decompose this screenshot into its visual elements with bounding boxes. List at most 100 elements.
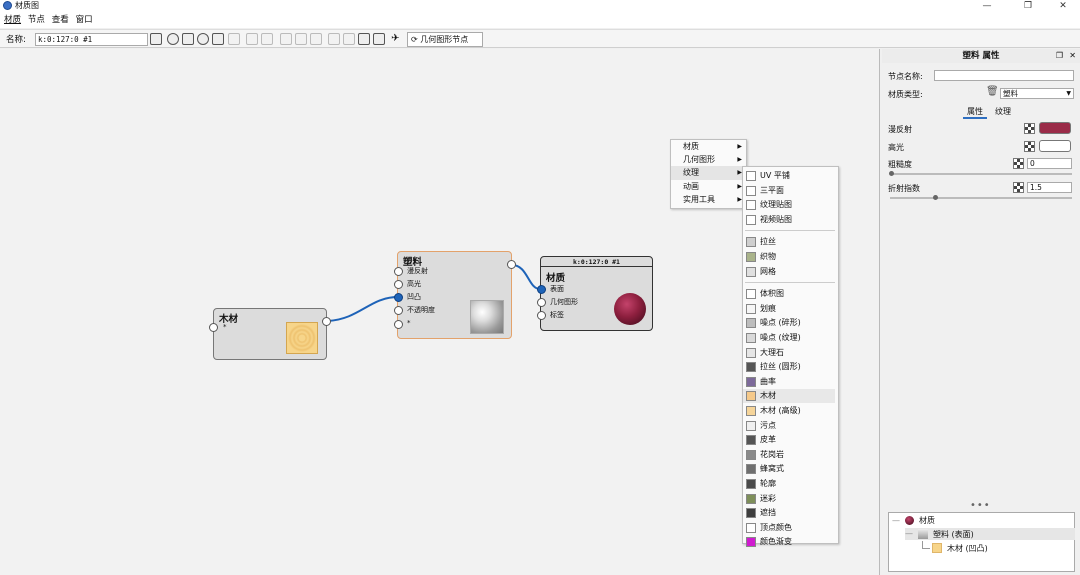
plastic-port-extra[interactable] bbox=[394, 320, 403, 329]
align-icon[interactable] bbox=[328, 33, 340, 45]
link-icon[interactable] bbox=[310, 33, 322, 45]
texture-menu-item[interactable]: 迷彩 bbox=[743, 492, 835, 506]
specular-color-swatch[interactable] bbox=[1039, 140, 1071, 152]
sphere-preview-icon[interactable] bbox=[167, 33, 179, 45]
plastic-output-port[interactable] bbox=[507, 260, 516, 269]
copy-icon[interactable] bbox=[246, 33, 258, 45]
ungroup-icon[interactable] bbox=[295, 33, 307, 45]
tab-texture[interactable]: 纹理 bbox=[995, 107, 1011, 116]
maximize-button[interactable]: ❐ bbox=[1023, 1, 1033, 11]
node-name-input[interactable] bbox=[934, 70, 1074, 81]
refresh-icon[interactable] bbox=[197, 33, 209, 45]
splitter-dots[interactable]: ••• bbox=[970, 500, 991, 511]
delete-icon[interactable] bbox=[261, 33, 273, 45]
texture-menu-item[interactable]: 视频贴图 bbox=[743, 213, 835, 227]
minimize-button[interactable]: — bbox=[982, 1, 992, 11]
diffuse-color-swatch[interactable] bbox=[1039, 122, 1071, 134]
sliders-icon[interactable] bbox=[212, 33, 224, 45]
texture-menu-item[interactable]: 拉丝 bbox=[743, 235, 835, 249]
lock-icon[interactable] bbox=[228, 33, 240, 45]
ctx-item-material[interactable]: 材质▶ bbox=[671, 140, 746, 154]
material-port-surface[interactable] bbox=[537, 285, 546, 294]
roughness-input[interactable]: 0 bbox=[1027, 158, 1072, 169]
texture-menu-item[interactable]: 木材 bbox=[743, 389, 835, 404]
tab-properties[interactable]: 属性 bbox=[963, 106, 987, 119]
tree-collapse-icon[interactable]: — bbox=[905, 529, 913, 538]
texture-menu-item[interactable]: 噪点 (纹理) bbox=[743, 331, 835, 345]
texture-menu-item[interactable]: 纹理贴图 bbox=[743, 198, 835, 212]
zoom-actual-icon[interactable] bbox=[373, 33, 385, 45]
texture-menu-item[interactable]: 划痕 bbox=[743, 302, 835, 316]
specular-texture-icon[interactable] bbox=[1024, 141, 1035, 152]
texture-menu-item[interactable]: 颜色渐变 bbox=[743, 535, 835, 549]
close-button[interactable]: ✕ bbox=[1059, 1, 1067, 11]
panel-close-icon[interactable]: ✕ bbox=[1069, 51, 1076, 60]
submenu-separator bbox=[745, 230, 835, 232]
texture-menu-item[interactable]: 织物 bbox=[743, 250, 835, 264]
geometry-node-button[interactable]: ⟳ 几何图形节点 bbox=[407, 32, 483, 47]
diffuse-texture-icon[interactable] bbox=[1024, 123, 1035, 134]
save-icon[interactable] bbox=[150, 33, 162, 45]
texture-swatch-icon bbox=[746, 333, 756, 343]
roughness-texture-icon[interactable] bbox=[1013, 158, 1024, 169]
material-port-geometry[interactable] bbox=[537, 298, 546, 307]
ctx-item-animation[interactable]: 动画▶ bbox=[671, 180, 746, 194]
ior-input[interactable]: 1.5 bbox=[1027, 182, 1072, 193]
material-node[interactable]: k:0:127:0 #1 材质 表面 几何图形 标签 bbox=[537, 256, 653, 331]
texture-menu-item[interactable]: 大理石 bbox=[743, 346, 835, 360]
roughness-slider-track[interactable] bbox=[890, 173, 1072, 175]
texture-menu-item[interactable]: 三平面 bbox=[743, 184, 835, 198]
roughness-label: 粗糙度 bbox=[888, 160, 912, 169]
texture-menu-item[interactable]: 顶点颜色 bbox=[743, 521, 835, 535]
wood-input-port[interactable] bbox=[209, 323, 218, 332]
texture-menu-item[interactable]: 皮革 bbox=[743, 433, 835, 447]
wood-node[interactable]: 木材 * bbox=[209, 308, 331, 360]
tree-item-material[interactable]: 材质 bbox=[919, 516, 935, 525]
material-port-label[interactable] bbox=[537, 311, 546, 320]
panel-float-icon[interactable]: ❐ bbox=[1055, 51, 1063, 60]
texture-menu-item[interactable]: 轮廓 bbox=[743, 477, 835, 491]
texture-menu-item[interactable]: 噪点 (碎形) bbox=[743, 316, 835, 330]
texture-menu-label: 迷彩 bbox=[760, 493, 776, 503]
tree-item-plastic[interactable]: 塑料 (表面) bbox=[933, 530, 974, 539]
menu-view[interactable]: 查看 bbox=[51, 15, 69, 25]
group-icon[interactable] bbox=[280, 33, 292, 45]
plastic-node[interactable]: 塑料 漫反射 高光 凹凸 不透明度 * bbox=[394, 251, 516, 339]
texture-menu-item[interactable]: 遮挡 bbox=[743, 506, 835, 520]
plastic-port-specular[interactable] bbox=[394, 280, 403, 289]
ctx-item-geometry[interactable]: 几何图形▶ bbox=[671, 153, 746, 167]
airplane-icon[interactable]: ✈ bbox=[391, 33, 400, 44]
name-input[interactable]: k:0:127:0 #1 bbox=[35, 33, 148, 46]
texture-menu-item[interactable]: 木材 (高级) bbox=[743, 404, 835, 418]
texture-menu-item[interactable]: 拉丝 (圆形) bbox=[743, 360, 835, 374]
texture-menu-item[interactable]: 曲率 bbox=[743, 375, 835, 389]
texture-menu-item[interactable]: 网格 bbox=[743, 265, 835, 279]
wood-output-port[interactable] bbox=[322, 317, 331, 326]
menu-node[interactable]: 节点 bbox=[27, 15, 45, 25]
node-canvas[interactable]: 木材 * 塑料 漫反射 高光 凹凸 不透明度 * k:0:127:0 #1 材质… bbox=[0, 49, 880, 575]
texture-menu-item[interactable]: 体积图 bbox=[743, 287, 835, 301]
tree-item-wood[interactable]: 木材 (凹凸) bbox=[947, 544, 988, 553]
plastic-port-diffuse[interactable] bbox=[394, 267, 403, 276]
fit-view-icon[interactable] bbox=[358, 33, 370, 45]
roughness-slider-handle[interactable] bbox=[889, 171, 894, 176]
trash-icon[interactable]: 🗑 bbox=[986, 86, 999, 97]
texture-menu-item[interactable]: 污点 bbox=[743, 419, 835, 433]
ior-texture-icon[interactable] bbox=[1013, 182, 1024, 193]
menu-window[interactable]: 窗口 bbox=[75, 15, 93, 25]
ctx-item-utility[interactable]: 实用工具▶ bbox=[671, 193, 746, 207]
texture-menu-item[interactable]: 花岗岩 bbox=[743, 448, 835, 462]
tree-collapse-icon[interactable]: — bbox=[892, 516, 900, 525]
texture-swatch-icon bbox=[746, 237, 756, 248]
menu-material[interactable]: 材质 bbox=[4, 15, 22, 25]
ior-slider-handle[interactable] bbox=[933, 195, 938, 200]
checker-icon[interactable] bbox=[182, 33, 194, 45]
ior-slider-track[interactable] bbox=[890, 197, 1072, 199]
plastic-port-bump[interactable] bbox=[394, 293, 403, 302]
texture-menu-item[interactable]: 蜂窝式 bbox=[743, 462, 835, 476]
texture-menu-item[interactable]: UV 平铺 bbox=[743, 169, 835, 183]
material-type-select[interactable]: 塑料 ▼ bbox=[1000, 88, 1074, 99]
ctx-item-texture[interactable]: 纹理▶ bbox=[671, 166, 746, 180]
arrange-icon[interactable] bbox=[343, 33, 355, 45]
plastic-port-opacity[interactable] bbox=[394, 306, 403, 315]
